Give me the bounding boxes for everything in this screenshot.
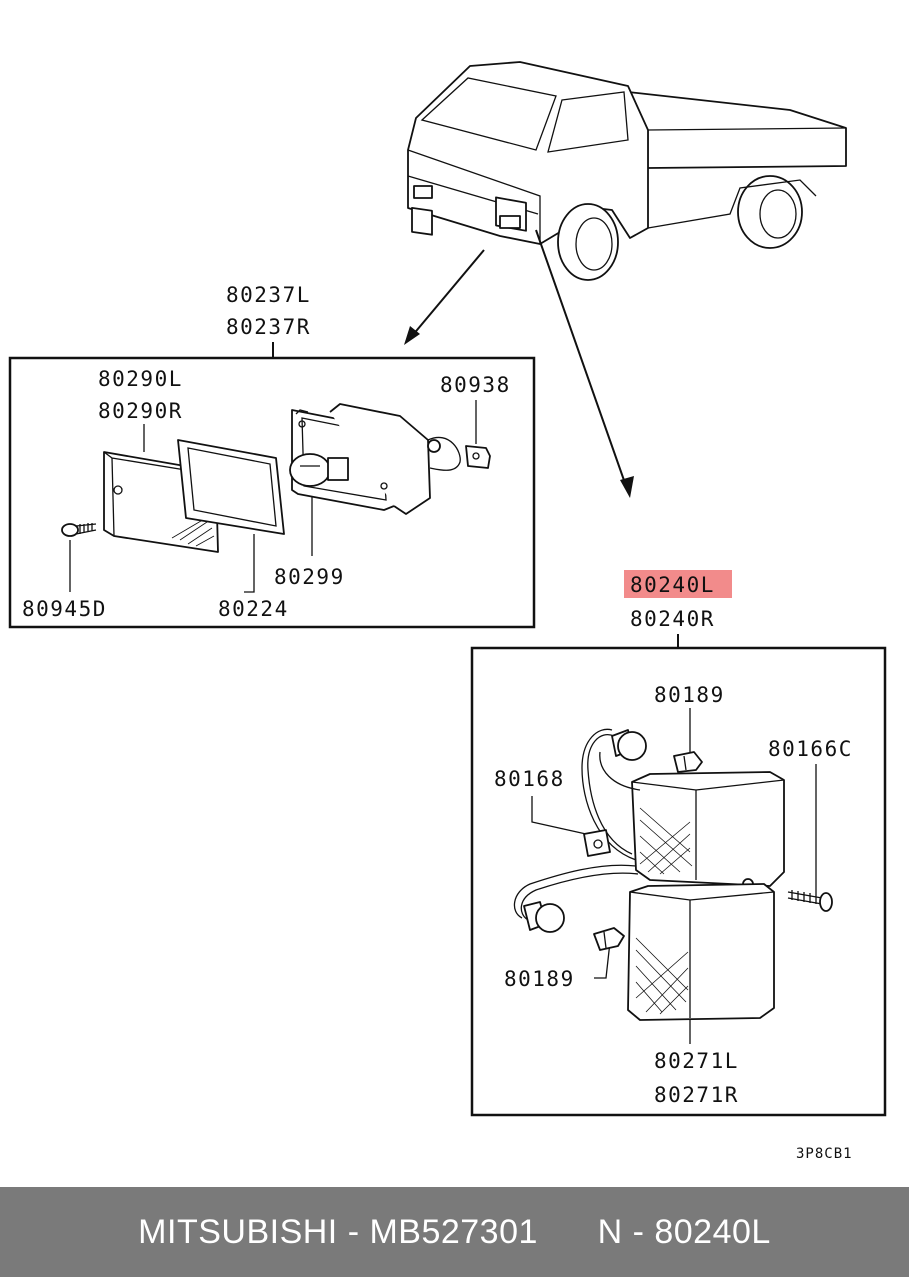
label-80938: 80938 — [440, 373, 511, 397]
label-80237l: 80237L — [226, 283, 311, 307]
label-80271l: 80271L — [654, 1049, 739, 1073]
label-80240r: 80240R — [630, 607, 715, 631]
screw-80166c — [787, 890, 833, 912]
footer-part-number: MITSUBISHI - MB527301 N - 80240L — [138, 1212, 771, 1251]
lens-lower-80271 — [627, 883, 775, 1021]
pointer-arrows — [404, 229, 634, 498]
label-80168: 80168 — [494, 767, 565, 791]
wiring-harness-lower — [513, 864, 639, 933]
diagram-code: 3P8CB1 — [796, 1146, 853, 1162]
bulb-80189-top — [673, 751, 703, 773]
wiring-harness-upper — [581, 728, 647, 861]
clip-80168 — [583, 829, 611, 857]
label-80224: 80224 — [218, 597, 289, 621]
label-80290r: 80290R — [98, 399, 183, 423]
label-80271r: 80271R — [654, 1083, 739, 1107]
screw-80945d — [61, 523, 97, 537]
footer-bar: MITSUBISHI - MB527301 N - 80240L — [0, 1187, 909, 1277]
bulb-80189-bottom — [593, 927, 625, 951]
label-80240l: 80240L — [630, 573, 715, 597]
label-80189-top: 80189 — [654, 683, 725, 707]
parts-diagram: 80237L 80237R 80290L 80290R 80938 80299 … — [8, 61, 887, 1162]
label-80945d: 80945D — [22, 597, 107, 621]
truck-illustration — [407, 61, 847, 281]
label-80290l: 80290L — [98, 367, 183, 391]
label-80189-bottom: 80189 — [504, 967, 575, 991]
bulb-80299 — [289, 453, 349, 487]
upper-assembly-box — [8, 356, 536, 629]
lens-upper-80240 — [631, 771, 785, 890]
lower-assembly-box — [470, 646, 887, 1117]
label-80166c: 80166C — [768, 737, 853, 761]
gasket-80224 — [177, 439, 285, 535]
label-highlight-80240l — [624, 570, 732, 598]
clip-80938 — [465, 445, 491, 469]
label-80237r: 80237R — [226, 315, 311, 339]
label-80299: 80299 — [274, 565, 345, 589]
